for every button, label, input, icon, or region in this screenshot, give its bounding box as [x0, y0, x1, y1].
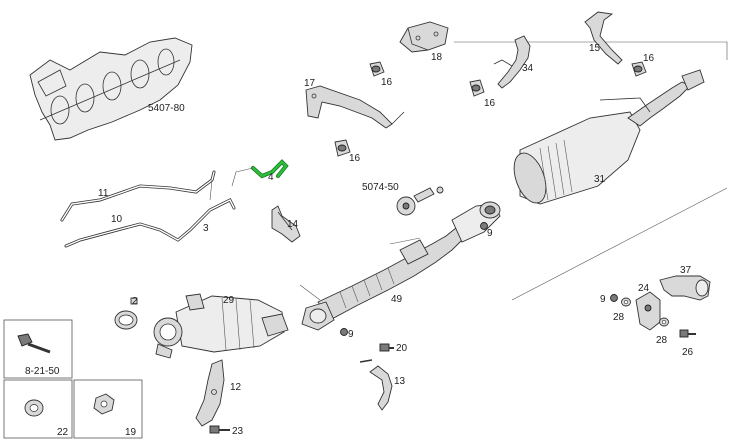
bracket-17[interactable] [305, 85, 405, 129]
label-17: 17 [304, 78, 316, 89]
support-bracket-12[interactable] [195, 359, 225, 427]
pipe-4-highlighted[interactable] [231, 159, 289, 187]
rubber-mount-16-c[interactable] [469, 79, 485, 97]
rubber-mount-16-b[interactable] [631, 61, 647, 77]
inset-box-nut [73, 379, 143, 439]
label-49: 49 [391, 294, 403, 305]
label-8-21-50: 8-21-50 [25, 366, 60, 377]
intermediate-pipe-49[interactable] [301, 201, 501, 331]
label-15: 15 [589, 43, 601, 54]
pipe-10[interactable] [64, 197, 236, 248]
inset-box-washer [3, 379, 73, 439]
label-9: 9 [600, 294, 606, 305]
label-29: 29 [223, 295, 235, 306]
sensor-5074-50[interactable] [396, 186, 444, 216]
label-5407-80: 5407-80 [148, 103, 185, 114]
label-4: 4 [268, 172, 274, 183]
label-9: 9 [348, 329, 354, 340]
hanger-37[interactable] [659, 275, 711, 301]
washer-28-a[interactable] [621, 297, 631, 307]
heat-shield-14[interactable] [271, 205, 301, 243]
nut-9-a[interactable] [480, 222, 488, 230]
label-22: 22 [57, 427, 69, 438]
label-19: 19 [125, 427, 137, 438]
label-16: 16 [381, 77, 393, 88]
label-14: 14 [287, 219, 299, 230]
bracket-24[interactable] [635, 291, 661, 331]
label-34: 34 [522, 63, 534, 74]
nut-9-c[interactable] [340, 328, 348, 336]
part-labels: 18 15 16 17 16 34 16 5407-80 16 4 5074-5… [25, 43, 694, 438]
label-9: 9 [487, 228, 493, 239]
label-20: 20 [396, 343, 408, 354]
label-26: 26 [682, 347, 694, 358]
particulate-filter-31[interactable] [508, 69, 705, 207]
rubber-mount-16-a[interactable] [369, 61, 385, 77]
label-12: 12 [230, 382, 242, 393]
label-16: 16 [643, 53, 655, 64]
label-31: 31 [594, 174, 606, 185]
label-16: 16 [349, 153, 361, 164]
inset-box-bolt [3, 319, 73, 379]
clamp-13[interactable] [369, 365, 393, 411]
label-10: 10 [111, 214, 123, 225]
label-3: 3 [203, 223, 209, 234]
label-11: 11 [98, 188, 109, 199]
label-37: 37 [680, 265, 692, 276]
pipe-11[interactable] [60, 170, 216, 222]
label-28: 28 [656, 335, 668, 346]
label-23: 23 [232, 426, 244, 437]
label-16: 16 [484, 98, 496, 109]
bolt-20[interactable] [359, 343, 394, 363]
washer-28-b[interactable] [659, 317, 669, 327]
label-13: 13 [394, 376, 406, 387]
label-28: 28 [613, 312, 625, 323]
bracket-34[interactable] [493, 35, 531, 89]
label-24: 24 [638, 283, 650, 294]
exhaust-manifold[interactable] [29, 37, 193, 141]
bolt-26[interactable] [679, 329, 696, 338]
bolt-23[interactable] [209, 425, 230, 434]
catalyst-29[interactable] [153, 293, 289, 359]
nut-9-b[interactable] [610, 294, 618, 302]
label-18: 18 [431, 52, 443, 63]
label-2: 2 [132, 296, 138, 307]
assembly-outline [299, 41, 728, 301]
bracket-15[interactable] [584, 11, 623, 65]
rubber-mount-16-d[interactable] [334, 139, 351, 157]
heat-shield-18[interactable] [399, 21, 449, 53]
label-5074-50: 5074-50 [362, 182, 399, 193]
clamp-2[interactable] [114, 297, 138, 330]
